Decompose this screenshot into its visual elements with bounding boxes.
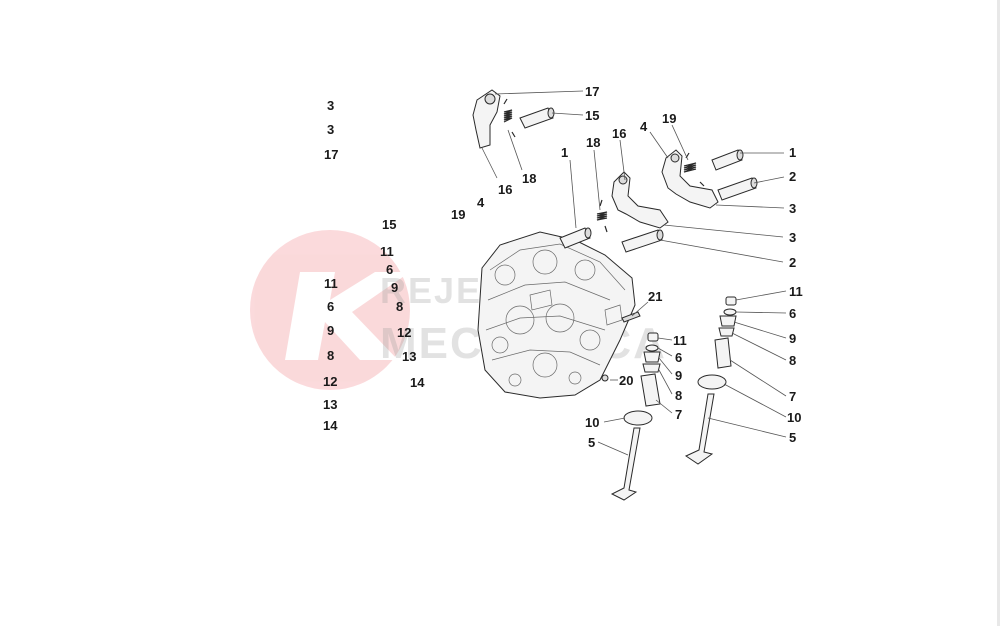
index-label: 12	[323, 374, 337, 389]
callout-label: 20	[619, 373, 633, 388]
callout-label: 4	[640, 119, 648, 134]
diagram-callouts: 17 15 18 16 1 18 16 4 19 1 2 3 3 2 21 11…	[498, 84, 803, 450]
callout-label: 10	[787, 410, 801, 425]
rocker-arm-top-left	[472, 89, 501, 149]
leader-lines	[481, 90, 787, 456]
index-label: 11	[380, 244, 394, 259]
index-label: 13	[323, 397, 337, 412]
callout-label: 16	[612, 126, 626, 141]
index-label: 19	[451, 207, 465, 222]
page-edge	[997, 0, 1000, 626]
callout-label: 15	[585, 108, 599, 123]
left-index-column-2: 15 11 6 9 8 12 13 14 19 4	[380, 195, 485, 390]
callout-label: 11	[673, 333, 687, 348]
shaft-15-top	[519, 107, 555, 129]
left-index-column-1: 3 3 17 11 6 9 8 12 13 14	[323, 98, 338, 433]
shaft-2-mid	[621, 229, 664, 253]
callout-label: 7	[789, 389, 796, 404]
callout-label: 9	[789, 331, 796, 346]
rocker-arm-mid	[611, 171, 669, 229]
callout-label: 19	[662, 111, 676, 126]
callout-label: 1	[789, 145, 796, 160]
callout-label: 18	[586, 135, 600, 150]
bolt-20	[601, 374, 609, 382]
index-label: 14	[323, 418, 338, 433]
index-label: 12	[397, 325, 411, 340]
callout-label: 8	[789, 353, 796, 368]
index-label: 8	[396, 299, 403, 314]
cylinder-head	[477, 231, 636, 399]
callout-label: 6	[789, 306, 796, 321]
index-label: 3	[327, 122, 334, 137]
index-label: 8	[327, 348, 334, 363]
index-label: 11	[324, 276, 338, 291]
index-label: 17	[324, 147, 338, 162]
callout-label: 21	[648, 289, 662, 304]
index-label: 14	[410, 375, 425, 390]
rocker-arm-right	[661, 149, 719, 209]
valve-stack-right	[684, 296, 737, 465]
callout-label: 11	[789, 284, 803, 299]
callout-label: 1	[561, 145, 568, 160]
index-label: 15	[382, 217, 396, 232]
watermark-logo	[250, 230, 410, 390]
shaft-2-right	[717, 177, 758, 201]
callout-label: 2	[789, 169, 796, 184]
index-label: 9	[327, 323, 334, 338]
callout-label: 8	[675, 388, 682, 403]
spring-18-top	[503, 98, 516, 138]
callout-label: 16	[498, 182, 512, 197]
callout-label: 18	[522, 171, 536, 186]
callout-label: 6	[675, 350, 682, 365]
callout-label: 3	[789, 230, 796, 245]
callout-label: 7	[675, 407, 682, 422]
callout-label: 3	[789, 201, 796, 216]
index-label: 6	[327, 299, 334, 314]
stud-21	[621, 311, 641, 323]
index-label: 6	[386, 262, 393, 277]
index-label: 4	[477, 195, 485, 210]
callout-label: 5	[789, 430, 796, 445]
callout-label: 5	[588, 435, 595, 450]
index-label: 3	[327, 98, 334, 113]
callout-label: 17	[585, 84, 599, 99]
callout-label: 10	[585, 415, 599, 430]
spring-18-mid	[596, 199, 608, 233]
index-label: 13	[402, 349, 416, 364]
index-label: 9	[391, 280, 398, 295]
valve-stack-left	[610, 332, 661, 501]
shaft-1-mid	[559, 227, 592, 249]
callout-label: 9	[675, 368, 682, 383]
shaft-1-right	[711, 149, 744, 171]
callout-label: 2	[789, 255, 796, 270]
